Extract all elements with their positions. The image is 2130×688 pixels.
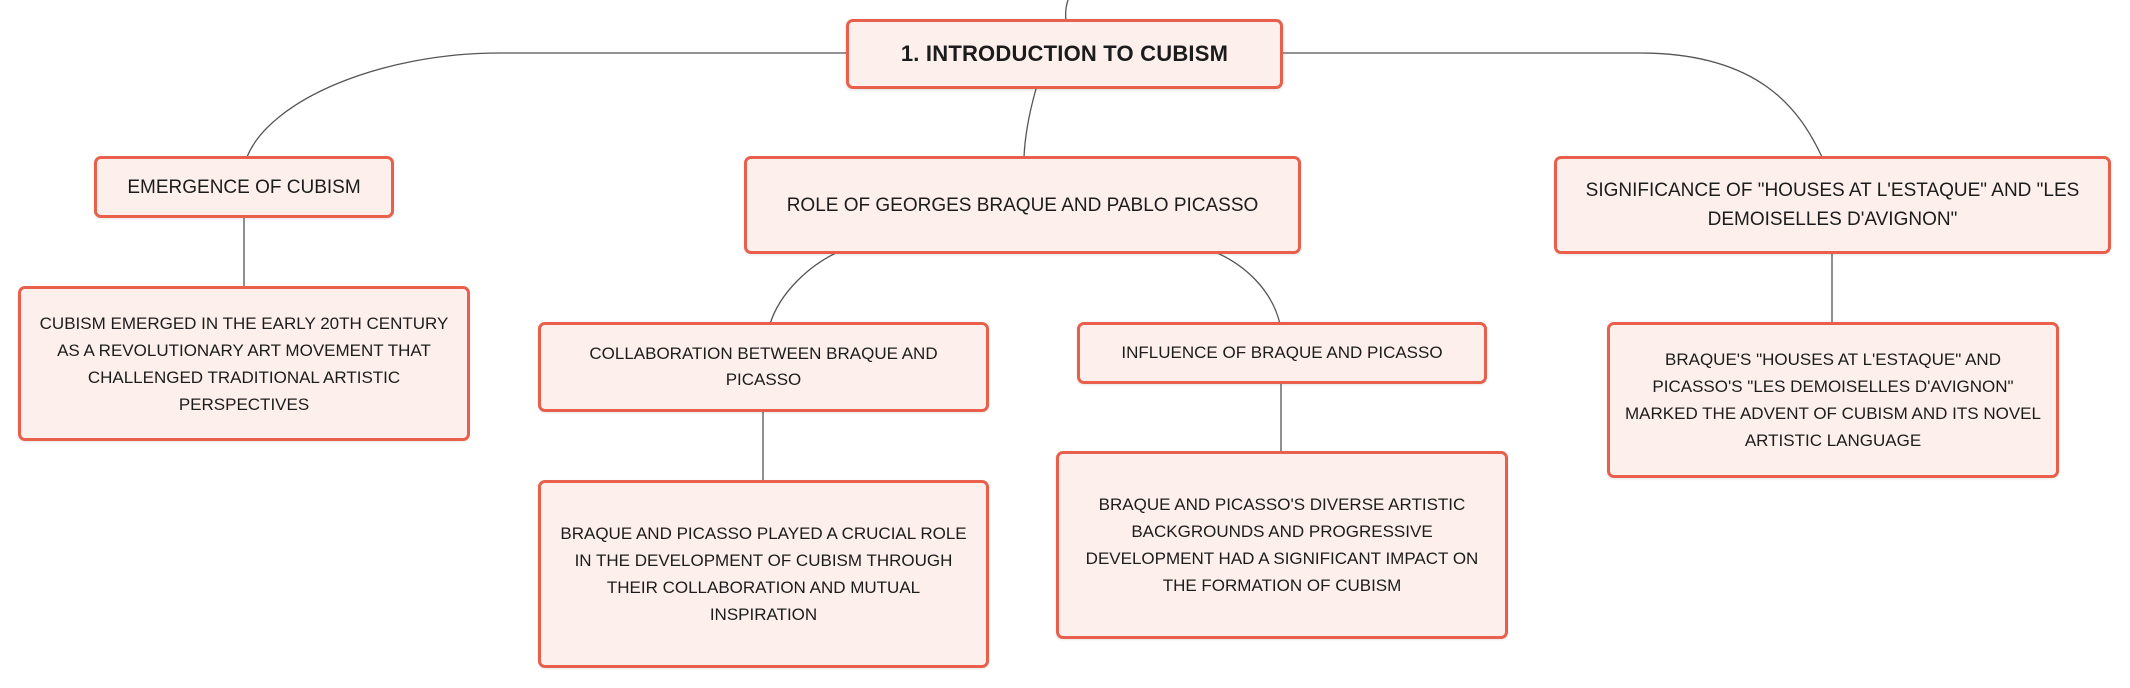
detail-significance[interactable]: BRAQUE'S "HOUSES AT L'ESTAQUE" AND PICAS…: [1607, 322, 2059, 478]
topic-emergence-of-cubism[interactable]: EMERGENCE OF CUBISM: [94, 156, 394, 218]
root-topic-node[interactable]: 1. INTRODUCTION TO CUBISM: [846, 19, 1283, 89]
detail-influence-text: BRAQUE AND PICASSO'S DIVERSE ARTISTIC BA…: [1085, 495, 1479, 595]
topic-role-of-braque-and-picasso[interactable]: ROLE OF GEORGES BRAQUE AND PABLO PICASSO: [744, 156, 1301, 254]
topic-role-label: ROLE OF GEORGES BRAQUE AND PABLO PICASSO: [786, 194, 1259, 216]
topic-influence-label: INFLUENCE OF BRAQUE AND PICASSO: [1121, 343, 1443, 362]
topic-emergence-label: EMERGENCE OF CUBISM: [127, 176, 361, 198]
detail-emergence-text: CUBISM EMERGED IN THE EARLY 20TH CENTURY…: [39, 313, 449, 414]
connector-root-parent: [1064, 0, 1069, 21]
connector-root-role: [1023, 88, 1037, 158]
connector-root-emergence: [246, 52, 848, 158]
detail-collaboration-text: BRAQUE AND PICASSO PLAYED A CRUCIAL ROLE…: [560, 524, 967, 624]
detail-significance-text: BRAQUE'S "HOUSES AT L'ESTAQUE" AND PICAS…: [1625, 350, 2041, 450]
detail-emergence-of-cubism[interactable]: CUBISM EMERGED IN THE EARLY 20TH CENTURY…: [18, 286, 470, 441]
connector-role-collaboration: [769, 251, 839, 325]
root-topic-label: 1. INTRODUCTION TO CUBISM: [900, 41, 1229, 66]
connector-root-significance: [1281, 52, 1823, 158]
topic-influence[interactable]: INFLUENCE OF BRAQUE AND PICASSO: [1077, 322, 1487, 384]
connector-role-influence: [1214, 251, 1281, 325]
detail-collaboration[interactable]: BRAQUE AND PICASSO PLAYED A CRUCIAL ROLE…: [538, 480, 989, 668]
detail-influence[interactable]: BRAQUE AND PICASSO'S DIVERSE ARTISTIC BA…: [1056, 451, 1508, 639]
topic-collaboration[interactable]: COLLABORATION BETWEEN BRAQUE AND PICASSO: [538, 322, 989, 412]
topic-collaboration-label: COLLABORATION BETWEEN BRAQUE AND PICASSO: [589, 344, 938, 389]
topic-significance-of-paintings[interactable]: SIGNIFICANCE OF "HOUSES AT L'ESTAQUE" AN…: [1554, 156, 2111, 254]
topic-significance-label: SIGNIFICANCE OF "HOUSES AT L'ESTAQUE" AN…: [1585, 180, 2080, 230]
